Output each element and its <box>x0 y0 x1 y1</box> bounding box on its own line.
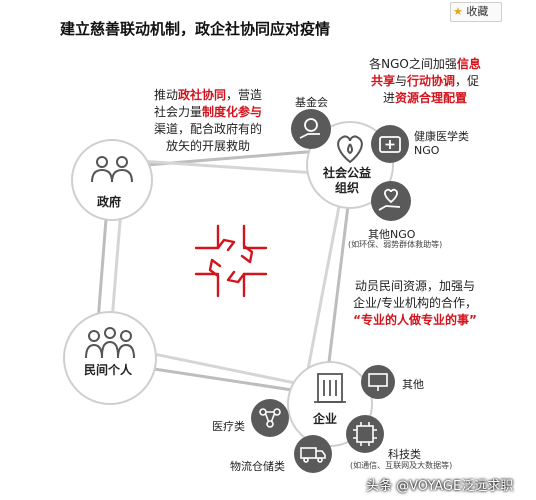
logistics-node[interactable] <box>293 434 333 474</box>
other-label: 其他 <box>402 378 424 391</box>
people-node[interactable] <box>62 310 158 406</box>
medical-label: 医疗类 <box>212 420 245 433</box>
page-title: 建立慈善联动机制，政企社协同应对疫情 <box>60 20 331 38</box>
heart-drop-icon <box>337 135 363 164</box>
logistics-label: 物流仓储类 <box>230 460 285 473</box>
star-icon: ★ <box>453 5 463 18</box>
presentation-icon <box>368 373 388 391</box>
molecule-icon <box>259 408 281 428</box>
foundation-label: 基金会 <box>295 96 328 109</box>
people-label: 民间个人 <box>84 363 133 377</box>
heart-hand-icon <box>378 188 401 211</box>
ngo-text: 各NGO之间加强信息 共享与行动协调，促 进资源合理配置 <box>369 57 481 105</box>
other-ngo-node[interactable] <box>370 180 412 222</box>
health-ngo-label: 健康医学类 NGO <box>414 130 469 157</box>
government-label: 政府 <box>97 195 122 209</box>
ring-hand-icon <box>299 118 320 139</box>
medical-kit-icon <box>379 136 401 153</box>
joined-hands-icon <box>194 224 268 298</box>
other-ngo-note: (如环保、弱势群体救助等) <box>348 240 443 249</box>
chip-icon <box>353 422 377 446</box>
other-ngo-label: 其他NGO <box>368 228 416 241</box>
foundation-node[interactable] <box>290 108 332 150</box>
favorite-label: 收藏 <box>466 5 489 18</box>
favorite-button[interactable]: ★ 收藏 <box>450 2 502 22</box>
government-text: 推动政社协同，营造 社会力量制度化参与 渠道，配合政府有的 放矢的开展救助 <box>153 88 263 153</box>
other-node[interactable] <box>360 364 396 400</box>
tech-node[interactable] <box>345 414 385 454</box>
watermark: 头条 @VOYAGE泛远求职 <box>366 479 514 494</box>
government-node[interactable] <box>70 138 154 222</box>
enterprise-text: 动员民间资源，加强与 企业/专业机构的合作， “专业的人做专业的事” <box>352 279 478 327</box>
tech-label: 科技类 <box>388 448 421 461</box>
medical-node[interactable] <box>250 398 290 438</box>
people-pair-icon <box>91 156 133 183</box>
social-org-label: 社会公益 组织 <box>323 166 372 195</box>
building-icon <box>314 373 346 403</box>
truck-icon <box>300 447 326 463</box>
enterprise-label: 企业 <box>313 412 338 426</box>
health-ngo-node[interactable] <box>370 124 410 164</box>
tech-note: (如通信、互联网及大数据等) <box>350 461 453 470</box>
group-people-icon <box>85 327 135 359</box>
